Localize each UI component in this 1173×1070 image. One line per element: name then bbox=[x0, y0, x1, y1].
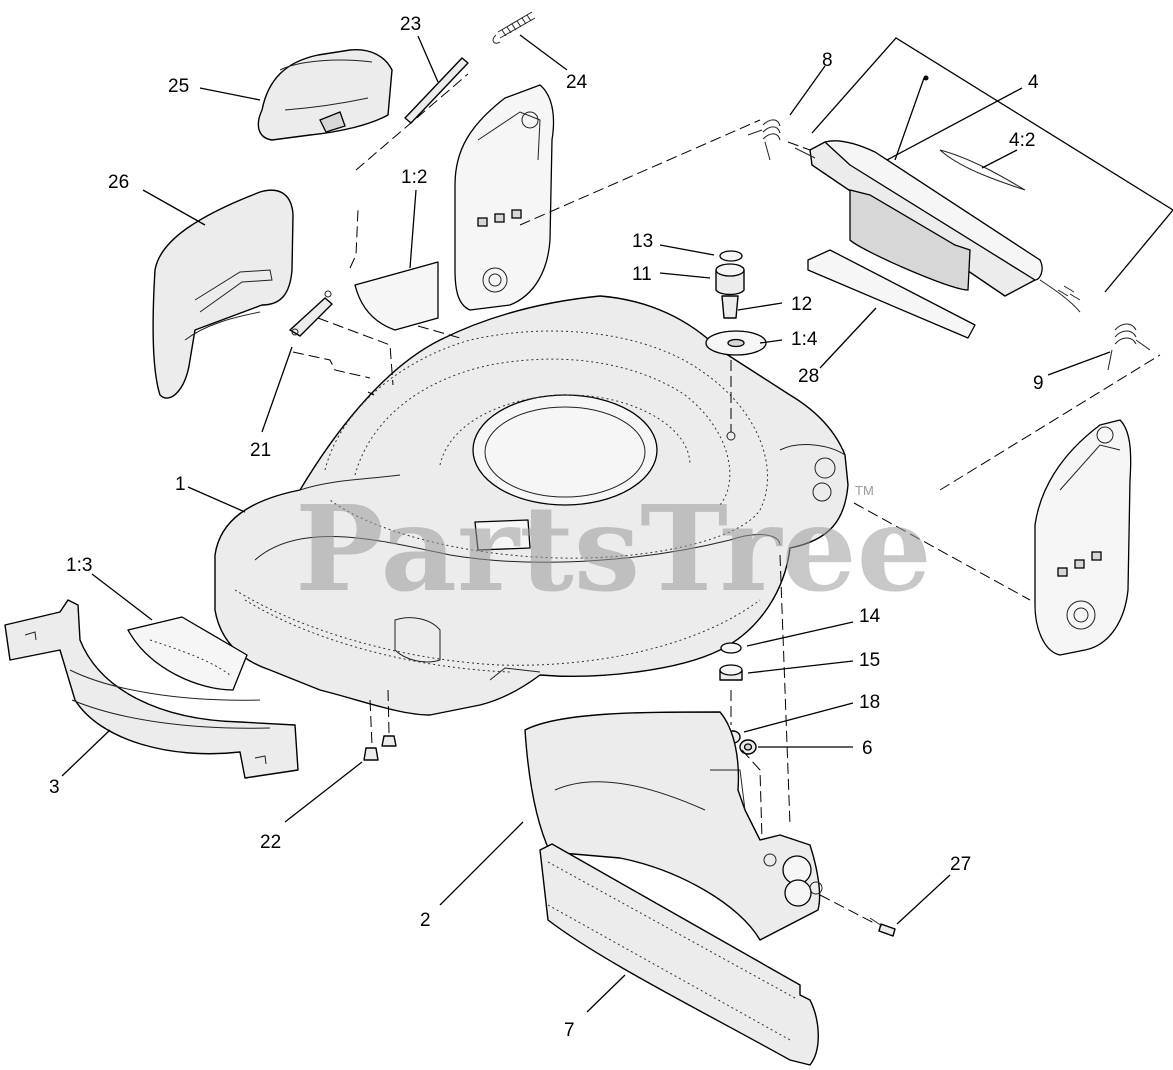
label-26: 26 bbox=[108, 172, 129, 193]
height-knob-assembly bbox=[705, 250, 767, 356]
label-14: 14 bbox=[859, 606, 881, 627]
label-1-3: 1:3 bbox=[66, 555, 92, 576]
assembly-lines bbox=[292, 73, 1161, 924]
label-6: 6 bbox=[862, 738, 873, 759]
label-2: 2 bbox=[420, 910, 431, 931]
label-24: 24 bbox=[566, 72, 588, 93]
part-25-handle bbox=[257, 49, 393, 141]
label-9: 9 bbox=[1033, 373, 1044, 394]
label-18: 18 bbox=[859, 692, 880, 713]
label-1-2: 1:2 bbox=[401, 167, 427, 188]
label-21: 21 bbox=[250, 440, 271, 461]
label-7: 7 bbox=[564, 1020, 575, 1041]
label-1-4: 1:4 bbox=[791, 329, 818, 350]
part-7-discharge-door bbox=[539, 843, 819, 1066]
watermark: PartsTree bbox=[295, 479, 932, 618]
label-23: 23 bbox=[400, 14, 421, 35]
part-14-washer bbox=[720, 642, 742, 654]
label-12: 12 bbox=[791, 294, 812, 315]
part-27-screw bbox=[869, 917, 896, 937]
part-28-foam-strip bbox=[807, 249, 976, 339]
part-15-nut bbox=[719, 664, 743, 681]
label-22: 22 bbox=[260, 832, 281, 853]
part-8-spring bbox=[747, 119, 781, 161]
part-2-chute-housing bbox=[524, 711, 823, 941]
part-24-spring bbox=[492, 11, 536, 44]
part-21-bracket bbox=[289, 290, 333, 337]
part-9-spring bbox=[1107, 323, 1151, 371]
label-8: 8 bbox=[822, 50, 833, 71]
part-1-2-decal bbox=[354, 261, 439, 331]
part-1-deck bbox=[214, 295, 849, 716]
label-11: 11 bbox=[632, 264, 652, 285]
leader-lines bbox=[61, 34, 1111, 1013]
label-3: 3 bbox=[49, 777, 60, 798]
label-4: 4 bbox=[1028, 72, 1039, 93]
callout-labels: 25 23 24 26 1:2 21 1 1:3 3 22 2 7 13 11 … bbox=[49, 14, 1044, 1041]
part-22-bolts bbox=[363, 735, 397, 761]
item-4-bracket bbox=[811, 37, 1173, 293]
label-13: 13 bbox=[632, 231, 653, 252]
part-23-rod bbox=[404, 57, 469, 124]
label-25: 25 bbox=[168, 76, 189, 97]
part-3-front-bumper bbox=[4, 599, 299, 779]
part-1-3-decal bbox=[127, 616, 248, 691]
label-28: 28 bbox=[798, 366, 819, 387]
part-6-bushing bbox=[739, 739, 757, 755]
height-adjust-bracket-right bbox=[1034, 419, 1132, 656]
height-adjust-bracket-left bbox=[454, 84, 555, 311]
label-4-2: 4:2 bbox=[1009, 130, 1035, 151]
label-15: 15 bbox=[859, 650, 880, 671]
label-1: 1 bbox=[175, 474, 186, 495]
part-26-rear-flap bbox=[152, 189, 294, 399]
watermark-trademark: TM bbox=[855, 483, 874, 498]
part-4-rear-axle-assembly bbox=[794, 140, 1081, 313]
label-27: 27 bbox=[950, 854, 971, 875]
